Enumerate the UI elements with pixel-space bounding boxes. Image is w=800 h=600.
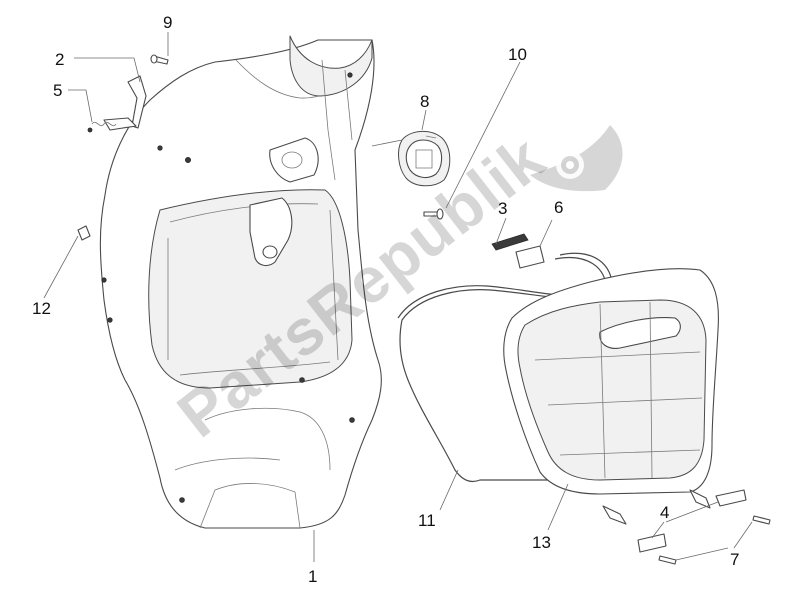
callout-12: 12 — [32, 299, 51, 318]
callout-13: 13 — [532, 533, 551, 552]
gear-flag-icon — [530, 125, 623, 192]
callout-4: 4 — [660, 503, 669, 522]
screw-part-10 — [423, 208, 444, 220]
callout-10: 10 — [508, 45, 527, 64]
screw-part-9 — [150, 54, 169, 65]
callout-11: 11 — [418, 511, 436, 530]
leader-lines — [43, 32, 753, 562]
grommet-part — [77, 225, 91, 241]
callout-5: 5 — [53, 81, 62, 100]
hook-part — [87, 75, 147, 133]
callout-7: 7 — [730, 550, 739, 569]
callouts: 1 2 3 4 5 6 7 8 9 10 11 12 13 — [32, 13, 739, 586]
bracket-part — [491, 233, 545, 269]
callout-2: 2 — [55, 50, 64, 69]
glove-box-part — [503, 268, 719, 525]
callout-1: 1 — [308, 567, 317, 586]
callout-9: 9 — [163, 13, 172, 32]
callout-6: 6 — [554, 198, 563, 217]
leg-shield-part — [99, 35, 382, 529]
clip-parts — [637, 489, 771, 565]
knob-part — [398, 131, 451, 187]
callout-3: 3 — [498, 199, 507, 218]
callout-8: 8 — [420, 92, 429, 111]
